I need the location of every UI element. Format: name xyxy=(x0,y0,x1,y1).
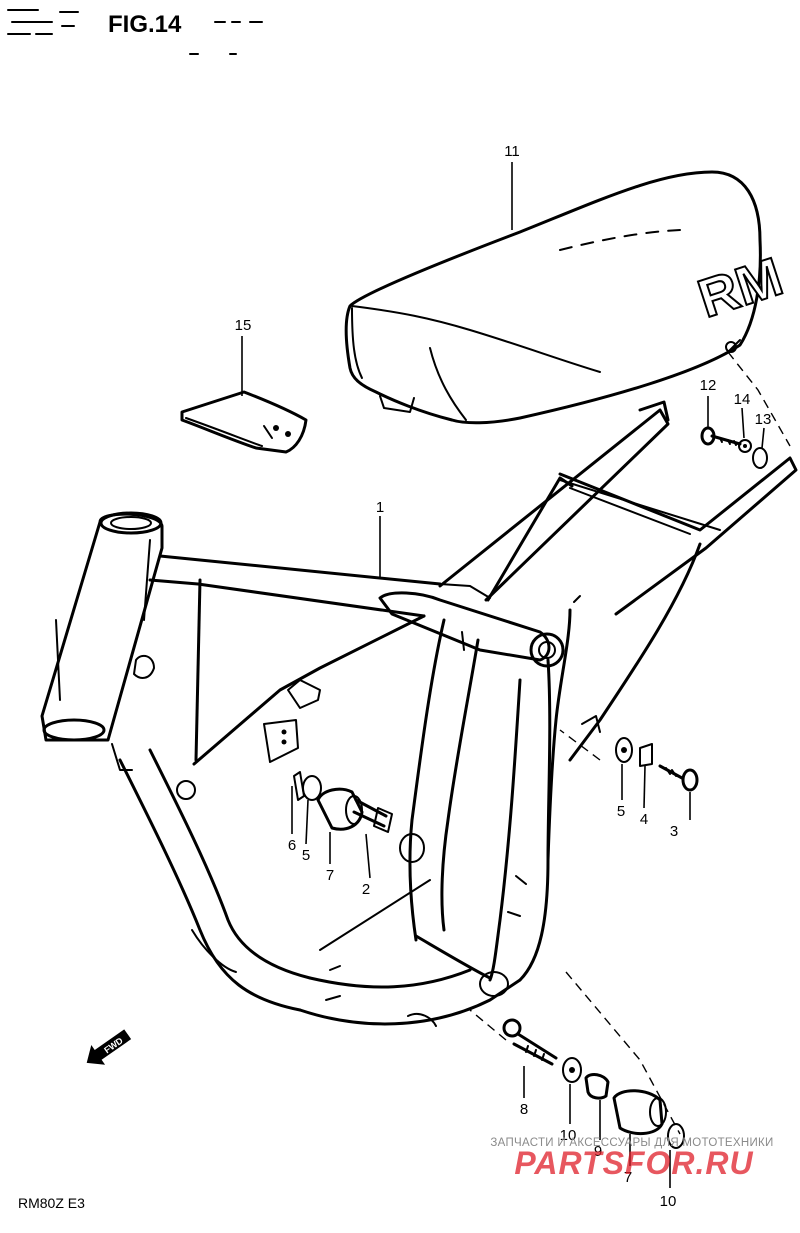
watermark-tagline: ЗАПЧАСТИ И АКСЕССУАРЫ ДЛЯ МОТОТЕХНИКИ xyxy=(490,1137,773,1149)
callout-2: 2 xyxy=(362,881,370,898)
callout-4: 4 xyxy=(640,811,648,828)
forward-direction-arrow: FWD xyxy=(86,1029,132,1065)
watermark: ЗАПЧАСТИ И АКСЕССУАРЫ ДЛЯ МОТОТЕХНИКИ PA… xyxy=(490,1137,773,1181)
callout-5-front: 5 xyxy=(302,847,310,864)
callout-1: 1 xyxy=(376,499,384,516)
frame xyxy=(40,400,798,1027)
callout-7-front: 7 xyxy=(326,867,334,884)
seat-logo: RM xyxy=(691,246,789,329)
seat-clip xyxy=(180,390,308,454)
callout-6: 6 xyxy=(288,837,296,854)
callout-5-rear: 5 xyxy=(617,803,625,820)
callout-13: 13 xyxy=(755,411,772,428)
callout-10-lower: 10 xyxy=(660,1193,677,1210)
rear-mount-bolt-parts xyxy=(615,737,699,792)
callout-11: 11 xyxy=(504,143,520,160)
callout-10-upper: 10 xyxy=(560,1127,577,1144)
seat: RM xyxy=(344,170,791,425)
assembly-lines xyxy=(469,351,791,1135)
callout-3: 3 xyxy=(670,823,678,840)
lower-engine-mount-parts xyxy=(502,1018,685,1149)
callout-numbers: 11 15 1 12 14 13 6 5 7 2 5 4 3 8 10 9 7 … xyxy=(235,143,772,1210)
header-scribbles xyxy=(7,9,263,55)
footer-code: RM80Z E3 xyxy=(18,1195,85,1211)
callout-14: 14 xyxy=(734,391,751,408)
leader-lines xyxy=(241,162,765,1188)
callout-8: 9 xyxy=(594,1143,602,1160)
seat-bolt-parts xyxy=(700,426,768,469)
front-engine-mount-parts xyxy=(293,771,393,833)
callout-12: 12 xyxy=(700,377,717,394)
figure-title: FIG.14 xyxy=(108,11,182,38)
callout-15: 15 xyxy=(235,317,252,334)
callout-7-lower: 7 xyxy=(624,1169,632,1186)
watermark-logo: PARTSFOR.RU xyxy=(514,1145,753,1181)
callout-9: 8 xyxy=(520,1101,528,1118)
